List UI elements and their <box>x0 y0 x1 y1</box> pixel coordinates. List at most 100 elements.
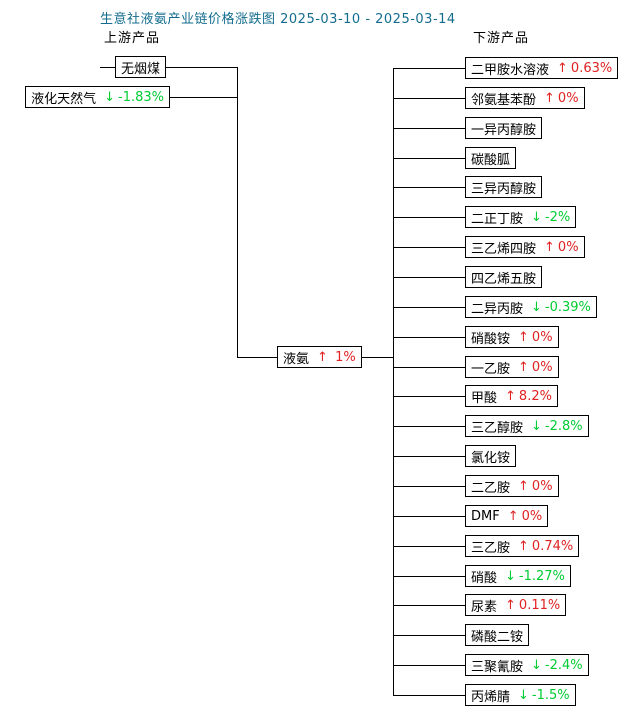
product-name: 三聚氰胺 <box>471 659 524 675</box>
connector-line <box>393 516 475 517</box>
connector-line <box>393 158 475 159</box>
connector-line <box>393 337 475 338</box>
product-name: 一乙胺 <box>471 361 511 377</box>
product-node[interactable]: 二乙胺 ↑0% <box>465 475 559 497</box>
price-change: ↓-2.8% <box>531 419 583 434</box>
product-name: 一异丙醇胺 <box>471 122 537 138</box>
product-node[interactable]: 丙烯腈 ↓-1.5% <box>465 684 576 706</box>
product-node[interactable]: 二甲胺水溶液↑0.63% <box>465 57 619 79</box>
connector-line <box>393 128 475 129</box>
connector-line <box>393 277 475 278</box>
product-node[interactable]: 四乙烯五胺 <box>465 266 543 288</box>
product-name: 邻氨基苯酚 <box>471 92 537 108</box>
connector-line <box>393 605 475 606</box>
product-name: 无烟煤 <box>120 61 160 77</box>
product-node[interactable]: DMF↑0% <box>465 505 549 527</box>
connector-line <box>393 456 475 457</box>
product-node[interactable]: 二异丙胺↓-0.39% <box>465 296 597 318</box>
up-arrow-icon: ↑ <box>518 329 529 345</box>
up-arrow-icon: ↑ <box>518 478 529 494</box>
price-change: ↑0% <box>518 479 553 494</box>
up-arrow-icon: ↑ <box>518 538 529 554</box>
product-name: 二乙胺 <box>471 480 511 496</box>
product-node[interactable]: 二正丁胺 ↓-2% <box>465 206 577 228</box>
price-change: ↓-1.27% <box>505 569 565 584</box>
up-arrow-icon: ↑ <box>317 349 328 365</box>
product-node[interactable]: 三乙醇胺↓-2.8% <box>465 415 589 437</box>
product-name: 液化天然气 <box>31 91 97 107</box>
product-name: 二异丙胺 <box>471 301 524 317</box>
connector-line <box>393 486 475 487</box>
up-arrow-icon: ↑ <box>518 359 529 375</box>
price-change: ↓-2% <box>531 210 570 225</box>
product-node[interactable]: 液化天然气 ↓-1.83% <box>25 86 170 108</box>
product-node[interactable]: 三异丙醇胺 <box>465 176 543 198</box>
product-name: 碳酸胍 <box>471 152 511 168</box>
connector-line <box>393 665 475 666</box>
downstream-label: 下游产品 <box>473 31 530 46</box>
price-change: ↑0% <box>518 330 553 345</box>
product-node[interactable]: 氯化铵 <box>465 445 517 467</box>
change-percent: 8.2% <box>518 388 552 404</box>
change-percent: -1.83% <box>118 89 164 105</box>
center-node-liquid-ammonia[interactable]: 液氨 ↑ 1% <box>277 346 362 368</box>
product-name: 液氨 <box>283 351 310 367</box>
connector-line <box>393 635 475 636</box>
connector-line <box>393 68 394 696</box>
product-name: DMF <box>471 508 500 524</box>
price-change: ↑0% <box>544 91 579 106</box>
product-node[interactable]: 邻氨基苯酚 ↑0% <box>465 87 585 109</box>
change-percent: -2% <box>544 209 571 225</box>
product-name: 丙烯腈 <box>471 689 511 705</box>
connector-line <box>393 217 475 218</box>
up-arrow-icon: ↑ <box>505 388 516 404</box>
price-change: ↑0.63% <box>557 61 612 76</box>
change-percent: 0% <box>531 478 553 494</box>
upstream-label: 上游产品 <box>104 31 161 46</box>
price-change: ↓-2.4% <box>531 658 583 673</box>
connector-line <box>237 357 300 358</box>
product-node[interactable]: 尿素↑0.11% <box>465 594 567 616</box>
connector-line <box>393 396 475 397</box>
product-name: 硝酸铵 <box>471 331 511 347</box>
change-percent: 0.11% <box>518 597 561 613</box>
product-name: 甲酸 <box>471 390 498 406</box>
product-node[interactable]: 一乙胺↑0% <box>465 356 559 378</box>
product-node[interactable]: 一异丙醇胺 <box>465 117 543 139</box>
price-change: ↓-1.83% <box>104 90 164 105</box>
connector-line <box>100 67 238 68</box>
change-percent: -0.39% <box>544 299 591 315</box>
product-node[interactable]: 三聚氰胺 ↓-2.4% <box>465 654 589 676</box>
product-node[interactable]: 碳酸胍 <box>465 147 517 169</box>
product-name: 硝酸 <box>471 570 498 586</box>
product-node[interactable]: 三乙胺↑0.74% <box>465 535 580 557</box>
product-node[interactable]: 甲酸 ↑8.2% <box>465 385 558 407</box>
product-node[interactable]: 磷酸二铵 <box>465 624 530 646</box>
product-name: 磷酸二铵 <box>471 629 524 645</box>
product-node[interactable]: 硝酸 ↓-1.27% <box>465 565 571 587</box>
change-percent: 0% <box>557 239 579 255</box>
connector-line <box>237 67 238 358</box>
price-change: ↓-1.5% <box>518 688 570 703</box>
product-node[interactable]: 无烟煤 <box>114 56 166 78</box>
up-arrow-icon: ↑ <box>544 239 555 255</box>
connector-line <box>393 695 475 696</box>
product-name: 尿素 <box>471 599 498 615</box>
product-name: 二正丁胺 <box>471 211 524 227</box>
product-name: 四乙烯五胺 <box>471 271 537 287</box>
product-name: 三乙胺 <box>471 540 511 556</box>
up-arrow-icon: ↑ <box>557 60 568 76</box>
connector-line <box>393 367 475 368</box>
down-arrow-icon: ↓ <box>104 89 115 105</box>
connector-line <box>393 307 475 308</box>
down-arrow-icon: ↓ <box>505 568 516 584</box>
product-node[interactable]: 硝酸铵 ↑0% <box>465 326 559 348</box>
connector-line <box>330 357 394 358</box>
connector-line <box>393 247 475 248</box>
chart-title: 生意社液氨产业链价格涨跌图 2025-03-10 - 2025-03-14 <box>100 12 456 27</box>
connector-line <box>393 187 475 188</box>
down-arrow-icon: ↓ <box>518 687 529 703</box>
connector-line <box>393 546 475 547</box>
product-node[interactable]: 三乙烯四胺↑0% <box>465 236 585 258</box>
down-arrow-icon: ↓ <box>531 418 542 434</box>
